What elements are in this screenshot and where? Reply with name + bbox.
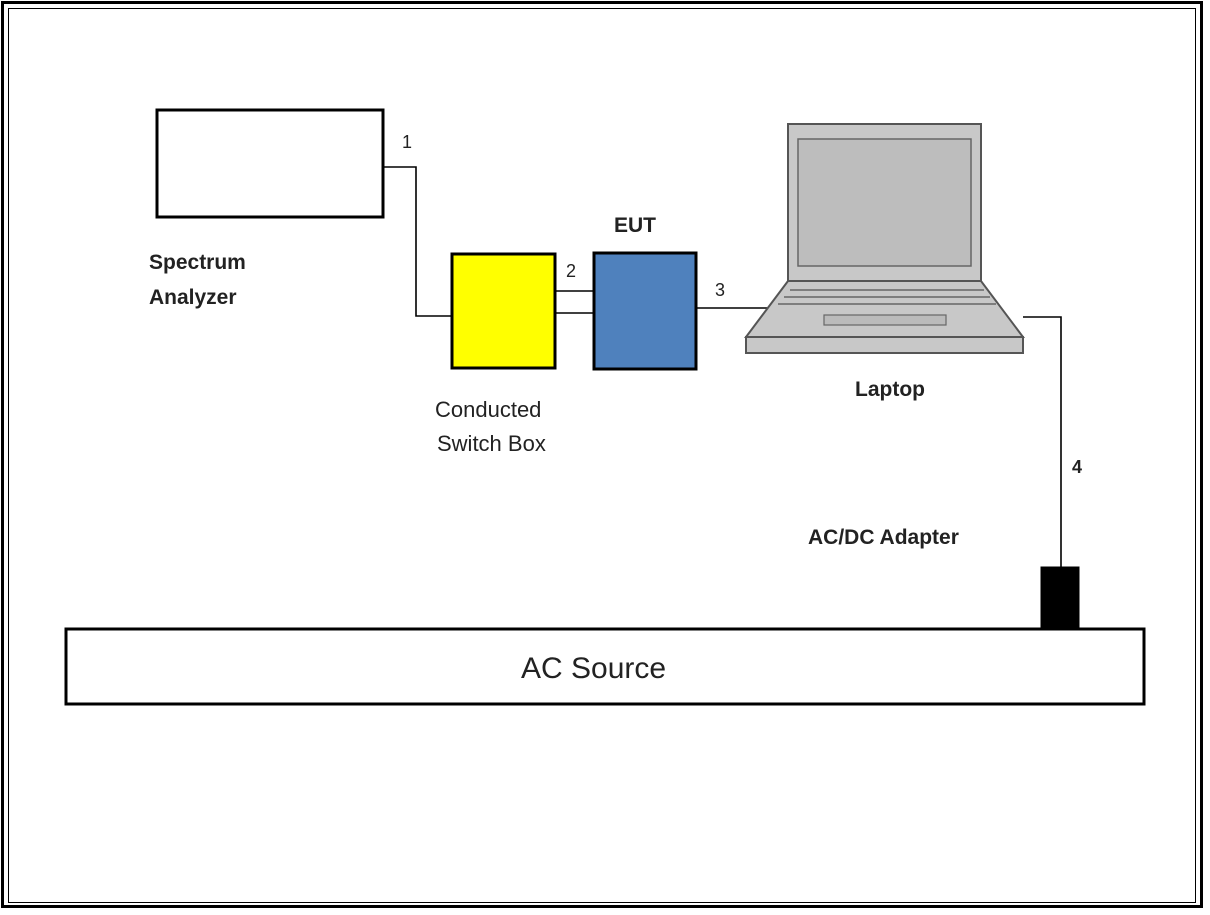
spectrum-analyzer-box	[155, 108, 385, 219]
laptop-base-edge	[745, 336, 1024, 354]
cable-1-number: 1	[402, 132, 412, 152]
switch-box-label-line2: Switch Box	[437, 431, 546, 456]
cable-4-number: 4	[1072, 457, 1082, 477]
switch-box	[450, 252, 557, 370]
inner-frame	[8, 8, 1196, 903]
eut-label: EUT	[614, 214, 656, 237]
laptop-screen	[797, 138, 972, 267]
switch-box-label-line1: Conducted	[435, 397, 541, 422]
laptop-touchpad	[823, 314, 947, 326]
cable-4	[1023, 316, 1062, 567]
cable-1	[383, 166, 452, 317]
ac-source-label: AC Source	[521, 652, 666, 685]
ac-dc-adapter	[1040, 566, 1080, 630]
spectrum-analyzer-label-line2: Analyzer	[149, 286, 237, 309]
laptop-label: Laptop	[855, 378, 925, 401]
spectrum-analyzer-label-line1: Spectrum	[149, 251, 246, 274]
adapter-label: AC/DC Adapter	[808, 526, 959, 549]
cable-2-number: 2	[566, 261, 576, 281]
ac-source-bar	[64, 627, 1146, 706]
cable-3-number: 3	[715, 280, 725, 300]
eut-box	[592, 251, 698, 371]
